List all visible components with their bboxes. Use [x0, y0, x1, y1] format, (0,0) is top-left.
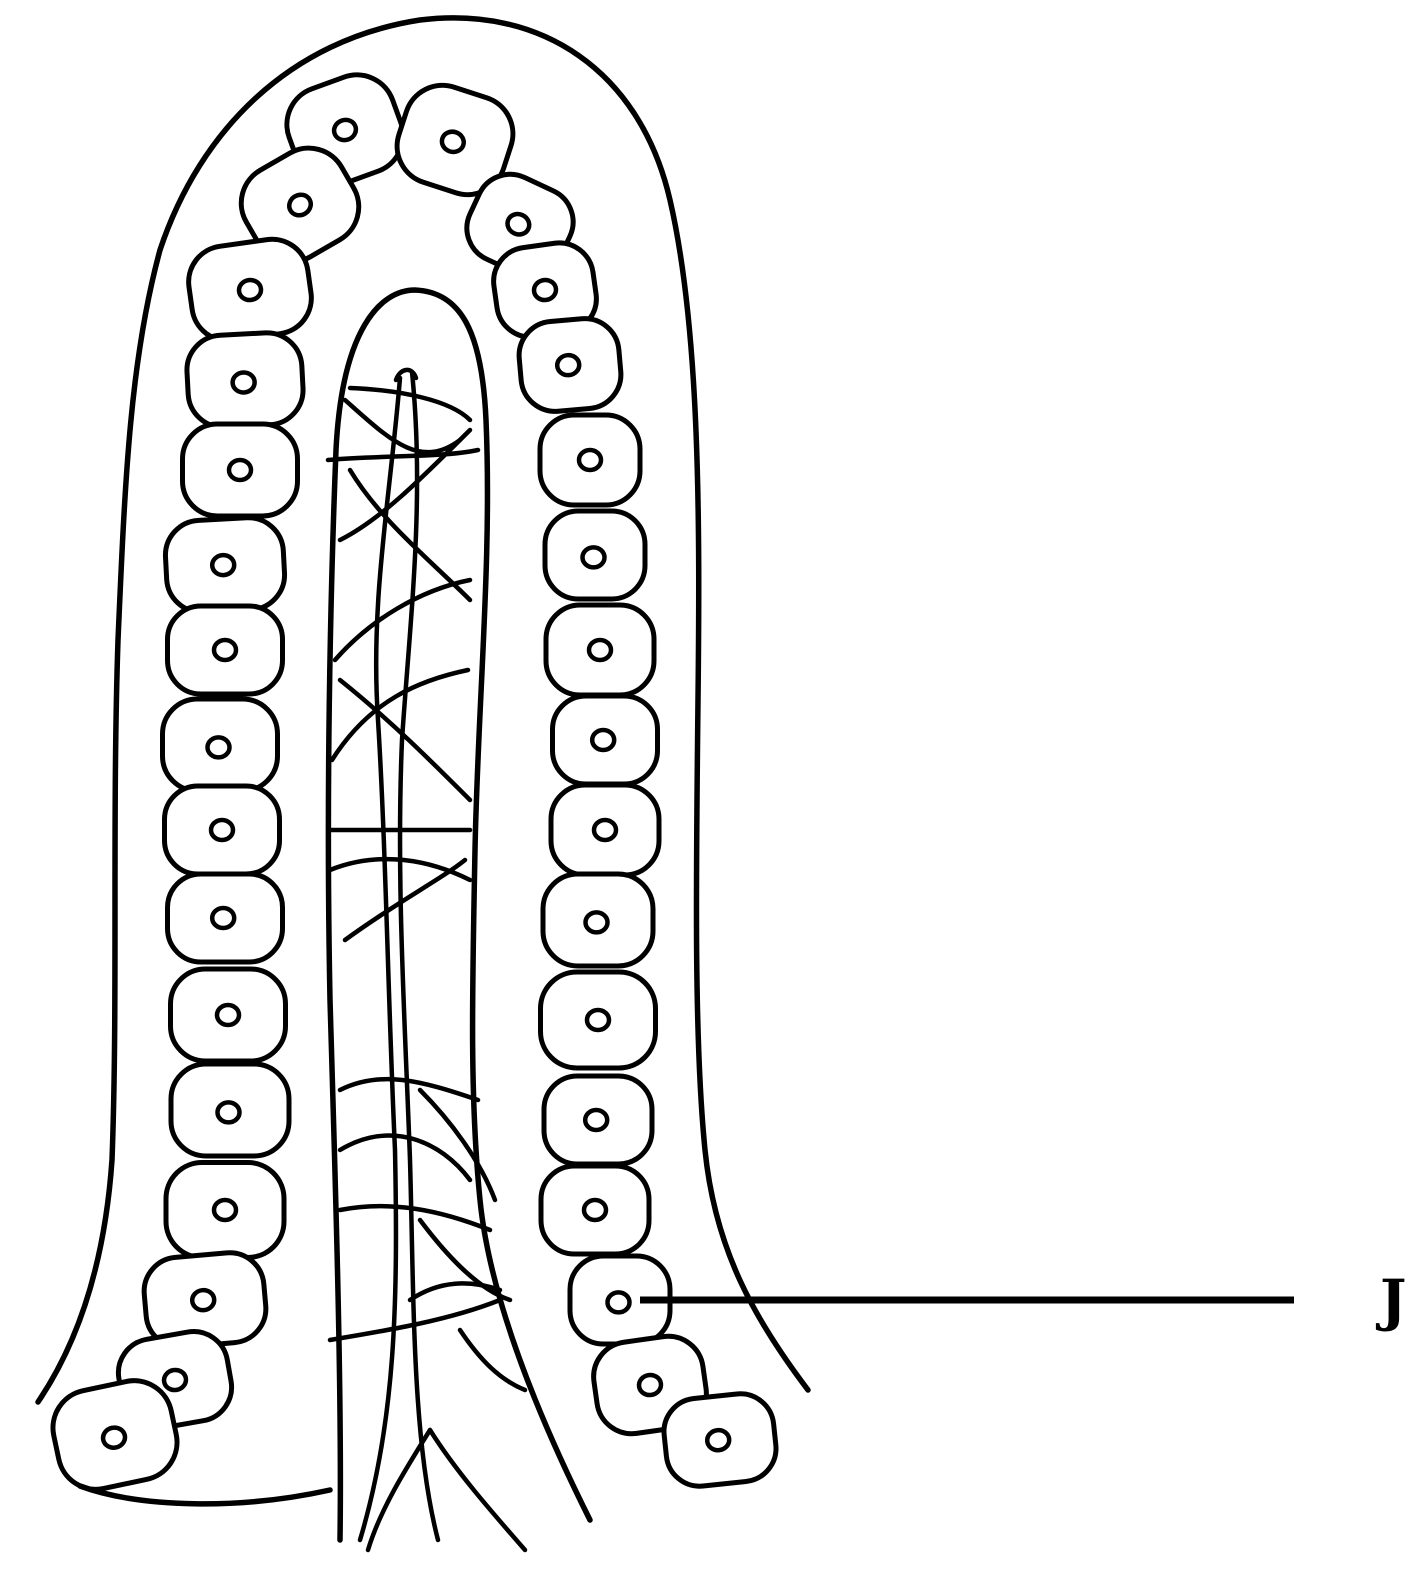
cell-nucleus: [587, 1010, 609, 1030]
cell-nucleus: [211, 820, 233, 840]
epithelial-cell: [183, 424, 298, 516]
epithelial-cell: [540, 415, 640, 505]
cell-nucleus: [212, 555, 235, 576]
vessel-branch-left: [368, 1430, 430, 1550]
cell-nucleus: [232, 372, 255, 393]
cell-nucleus: [162, 1368, 187, 1392]
epithelial-cell: [171, 1064, 289, 1156]
cell-nucleus: [592, 730, 614, 750]
epithelial-cell: [544, 1076, 652, 1164]
epithelial-cell: [541, 1166, 649, 1254]
epithelial-cell: [551, 785, 659, 875]
epithelial-cell: [165, 786, 280, 874]
epithelial-cell: [553, 696, 658, 784]
cell-nucleus: [579, 450, 601, 470]
villus-base-curve: [80, 1486, 330, 1504]
epithelial-cell: [545, 511, 645, 599]
central-vessel-left: [360, 378, 400, 1540]
cell-nucleus: [208, 737, 230, 757]
cell-nucleus: [214, 640, 236, 660]
cell-nucleus: [191, 1289, 215, 1311]
epithelial-cell: [184, 235, 316, 346]
epithelial-cell: [168, 606, 283, 694]
epithelial-cell: [661, 1390, 780, 1489]
cell-nucleus: [238, 279, 263, 302]
cell-nucleus: [212, 908, 234, 928]
cell-nucleus: [218, 1102, 240, 1122]
cell-nucleus: [214, 1200, 236, 1220]
epithelial-cell: [166, 1163, 284, 1258]
vessel-branch-right: [430, 1430, 525, 1550]
epithelial-cell: [163, 699, 278, 791]
epithelial-cell: [541, 972, 656, 1068]
cell-nucleus: [583, 547, 605, 567]
cell-nucleus: [706, 1429, 730, 1451]
cell-nucleus: [556, 354, 580, 376]
epithelial-cell: [543, 874, 653, 966]
epithelial-cell: [516, 316, 623, 414]
cell-nucleus: [608, 1292, 630, 1312]
cell-nucleus: [585, 1110, 607, 1130]
cell-nucleus: [101, 1426, 127, 1450]
epithelial-cell: [171, 969, 286, 1061]
label-j: J: [1375, 1268, 1407, 1334]
cell-nucleus: [533, 279, 558, 302]
epithelial-cell: [185, 331, 305, 429]
cell-nucleus: [638, 1374, 663, 1397]
cell-nucleus: [589, 640, 611, 660]
cell-nucleus: [217, 1005, 239, 1025]
cell-nucleus: [229, 460, 251, 480]
epithelial-cell: [46, 1374, 184, 1497]
epithelial-cell: [164, 516, 287, 614]
epithelial-cell: [546, 605, 654, 695]
epithelial-cell: [168, 874, 283, 962]
cell-nucleus: [586, 912, 608, 932]
villus-outer-outline: [38, 18, 808, 1402]
capillary-network: [328, 388, 525, 1390]
cell-nucleus: [584, 1200, 606, 1220]
central-vessel-right: [400, 372, 438, 1540]
cell-nucleus: [594, 820, 616, 840]
